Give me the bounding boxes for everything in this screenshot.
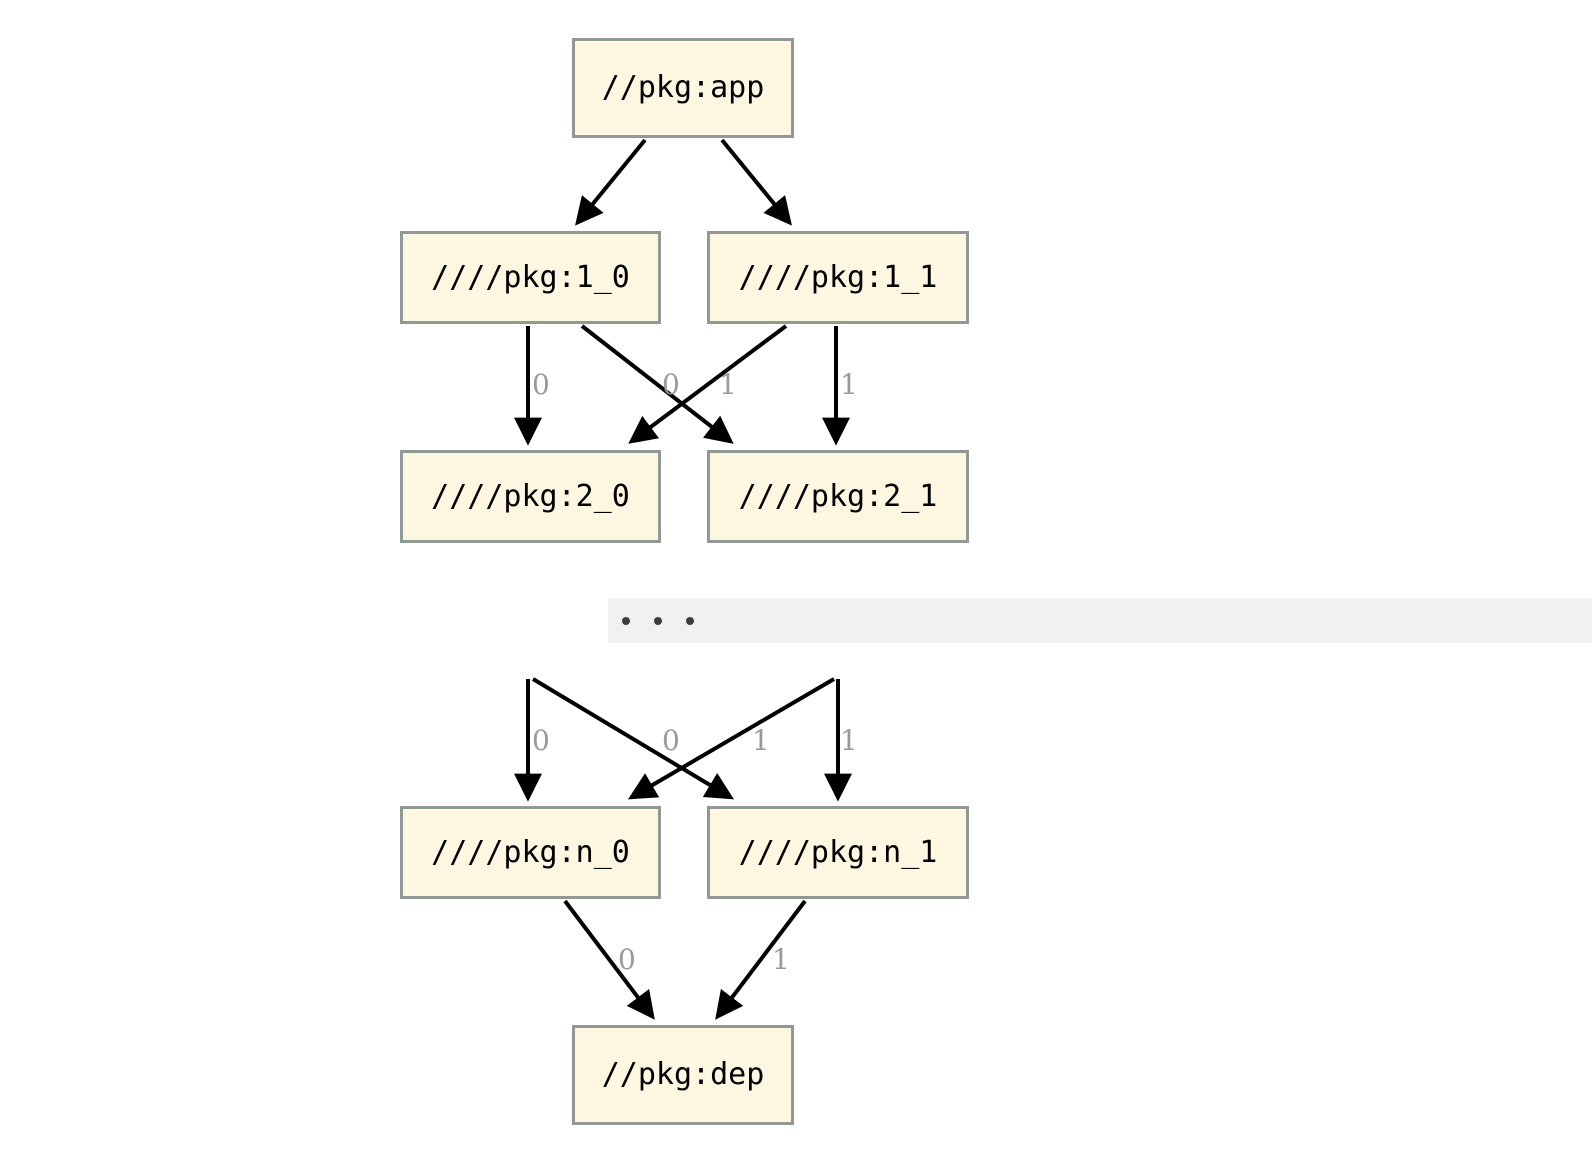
edge-n_0-to-dep (563, 899, 655, 1020)
edge-app-to-1_0 (575, 138, 647, 226)
node-pkg-2_0-label: ////pkg:2_0 (431, 478, 630, 514)
edge-label-1_0-to-2_1: 0 (662, 368, 680, 401)
node-pkg-1_0[interactable]: ////pkg:1_0 (400, 231, 661, 324)
edge-label-1_0-to-2_0: 0 (532, 368, 550, 401)
edge-1_0-to-2_1 (580, 324, 734, 444)
edge-1_1-to-2_0 (628, 324, 788, 444)
node-app[interactable]: //pkg:app (572, 38, 794, 138)
node-pkg-1_0-label: ////pkg:1_0 (431, 259, 630, 295)
node-pkg-n_0-label: ////pkg:n_0 (431, 834, 630, 870)
node-pkg-n_0[interactable]: ////pkg:n_0 (400, 806, 661, 899)
node-pkg-n_1[interactable]: ////pkg:n_1 (707, 806, 969, 899)
edge-label-dangling2-to-n_0: 1 (752, 724, 770, 757)
ellipsis-separator-band (608, 598, 1592, 643)
edge-dangling-to-n_1 (531, 677, 735, 800)
ellipsis-dot-3 (686, 616, 694, 625)
edge-label-n_0-to-dep: 0 (618, 943, 636, 976)
edge-label-dangling-to-n_1: 0 (662, 724, 680, 757)
edge-label-1_1-to-2_0: 1 (719, 368, 737, 401)
node-pkg-n_1-label: ////pkg:n_1 (738, 834, 938, 870)
edge-label-dangling-to-n_0: 0 (532, 724, 550, 757)
node-pkg-2_1-label: ////pkg:2_1 (738, 478, 938, 514)
node-pkg-1_1-label: ////pkg:1_1 (738, 259, 938, 295)
node-pkg-2_1[interactable]: ////pkg:2_1 (707, 450, 969, 543)
node-dep-label: //pkg:dep (601, 1057, 765, 1092)
ellipsis-dot-2 (654, 616, 662, 625)
ellipsis-dot-1 (622, 616, 630, 625)
ellipsis-dots (622, 616, 694, 625)
node-pkg-1_1[interactable]: ////pkg:1_1 (707, 231, 969, 324)
node-app-label: //pkg:app (601, 70, 765, 105)
edge-label-1_1-to-2_1: 1 (840, 368, 858, 401)
edge-app-to-1_1 (720, 138, 792, 226)
node-pkg-2_0[interactable]: ////pkg:2_0 (400, 450, 661, 543)
edge-label-n_1-to-dep: 1 (772, 943, 790, 976)
edge-n_1-to-dep (715, 899, 807, 1020)
edge-label-dangling2-to-n_1: 1 (840, 724, 858, 757)
edge-dangling2-to-n_0 (627, 677, 836, 800)
node-dep[interactable]: //pkg:dep (572, 1025, 794, 1125)
